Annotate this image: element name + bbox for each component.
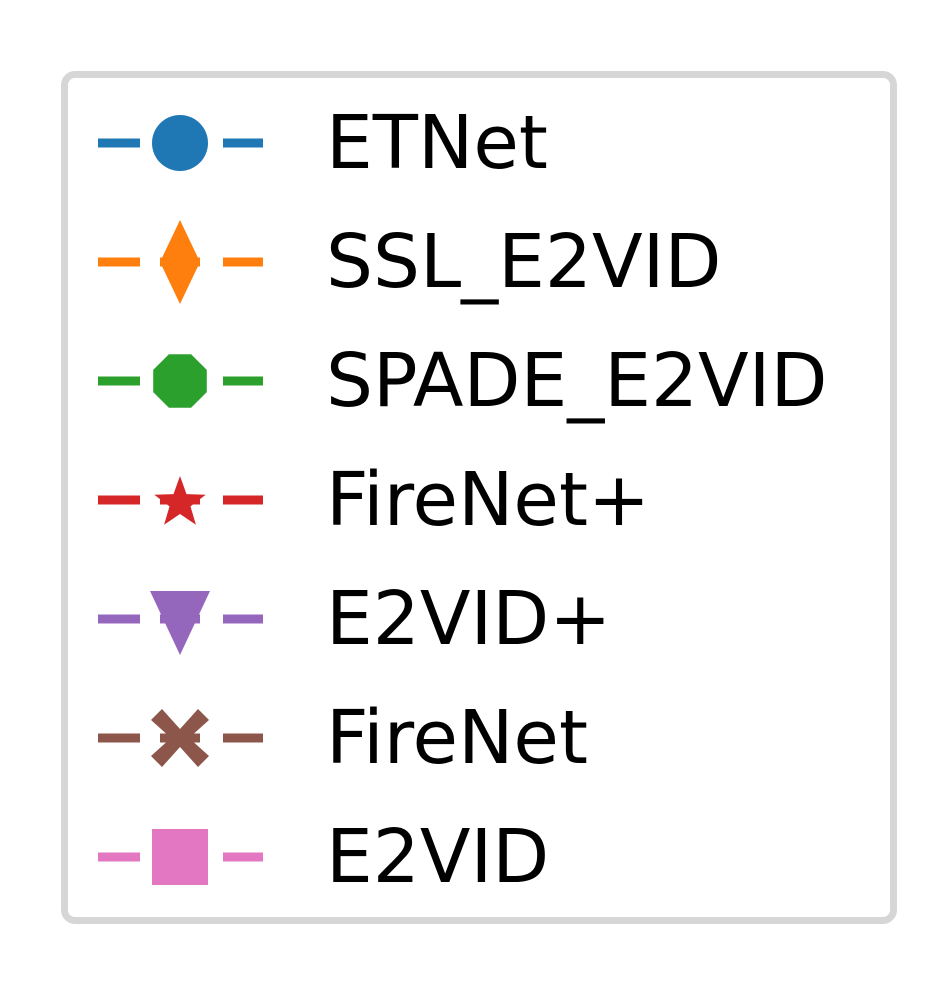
circle-marker (152, 115, 208, 171)
legend-entry: FireNet+ (68, 450, 890, 550)
legend-handle (98, 591, 263, 655)
legend-entry: E2VID+ (68, 569, 890, 669)
legend-entry: E2VID (68, 807, 890, 907)
legend-label: E2VID (326, 814, 550, 900)
legend-entry: ETNet (68, 93, 890, 193)
legend-label: FireNet (326, 695, 588, 781)
legend-entry: SPADE_E2VID (68, 331, 890, 431)
legend-entry: FireNet (68, 688, 890, 788)
legend-handle (98, 220, 263, 304)
x-filled-marker (151, 709, 209, 767)
octagon-marker (153, 354, 207, 408)
legend-entry: SSL_E2VID (68, 212, 890, 312)
legend-handle (98, 829, 263, 885)
legend-label: SPADE_E2VID (326, 338, 828, 424)
legend-handle (98, 476, 263, 525)
legend-label: SSL_E2VID (326, 219, 722, 305)
legend-handle (98, 354, 263, 408)
legend-label: E2VID+ (326, 576, 612, 662)
diamond-marker (160, 220, 200, 304)
legend-label: FireNet+ (326, 457, 650, 543)
legend-handle (98, 709, 263, 767)
triangle-down-marker (150, 591, 210, 655)
legend-label: ETNet (326, 100, 548, 186)
legend-handle (98, 115, 263, 171)
star-marker (154, 476, 206, 525)
square-marker (152, 829, 208, 885)
